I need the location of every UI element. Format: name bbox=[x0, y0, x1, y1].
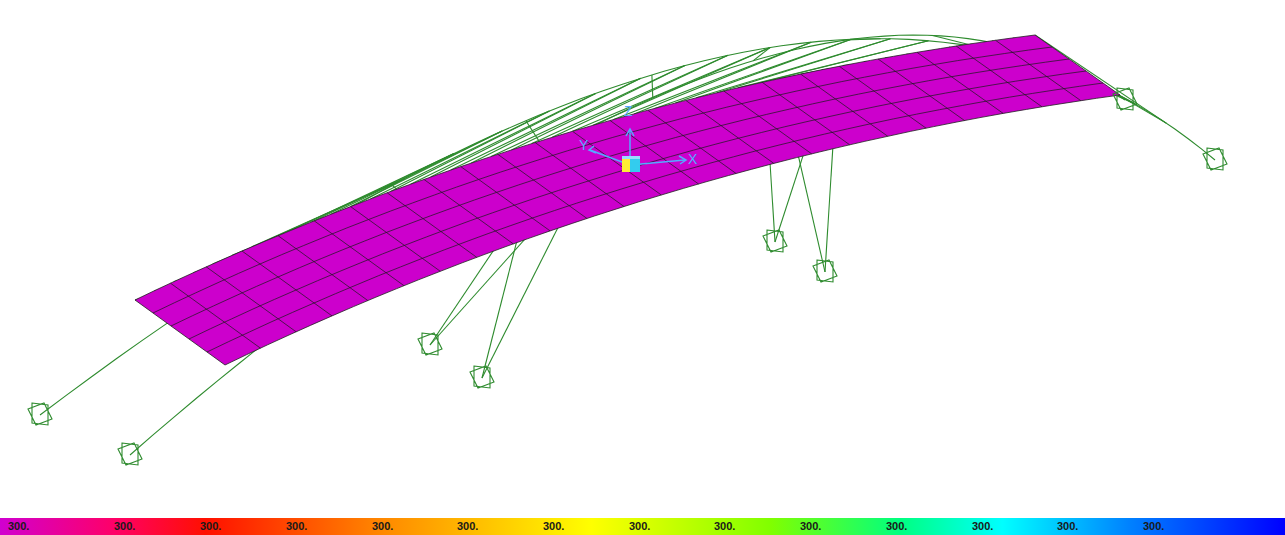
model-line bbox=[461, 167, 550, 231]
model-line bbox=[878, 59, 965, 121]
scale-value: 300. bbox=[8, 521, 29, 532]
mesh-lines bbox=[153, 40, 1103, 352]
support-symbol bbox=[763, 230, 787, 252]
model-line bbox=[171, 283, 261, 348]
support-symbols bbox=[28, 88, 1227, 465]
scale-value: 300. bbox=[114, 521, 135, 532]
scale-value: 300. bbox=[1057, 521, 1078, 532]
scale-value: 300. bbox=[800, 521, 821, 532]
model-line bbox=[770, 156, 775, 242]
axis-label: Z bbox=[624, 104, 633, 118]
model-line bbox=[825, 140, 833, 272]
model-line bbox=[724, 91, 812, 154]
support-symbol bbox=[470, 366, 494, 388]
model-line bbox=[956, 46, 1042, 107]
support-symbol bbox=[118, 443, 142, 465]
support-symbol bbox=[813, 260, 837, 282]
model-line bbox=[686, 100, 774, 163]
model-line bbox=[387, 193, 477, 257]
model-line bbox=[996, 40, 1081, 100]
model-line bbox=[498, 154, 587, 218]
axis-label: Y bbox=[579, 138, 588, 152]
color-bar bbox=[0, 518, 1285, 535]
scale-value: 300. bbox=[714, 521, 735, 532]
model-line bbox=[917, 52, 1003, 113]
support-symbol bbox=[1113, 88, 1137, 110]
scale-value: 300. bbox=[629, 521, 650, 532]
model-line bbox=[242, 251, 332, 316]
support-symbol bbox=[28, 403, 52, 425]
support-symbol bbox=[418, 333, 442, 355]
scale-value: 300. bbox=[200, 521, 221, 532]
model-line bbox=[839, 66, 926, 128]
model-line bbox=[424, 179, 513, 244]
model-line bbox=[130, 35, 1125, 455]
truss-lines bbox=[40, 35, 1215, 455]
model-line bbox=[797, 149, 825, 272]
scale-value: 300. bbox=[457, 521, 478, 532]
model-line bbox=[535, 143, 624, 207]
scale-value: 300. bbox=[886, 521, 907, 532]
axis-label: X bbox=[688, 152, 697, 166]
scale-value: 300. bbox=[1143, 521, 1164, 532]
scale-value: 300. bbox=[543, 521, 564, 532]
scale-value: 300. bbox=[972, 521, 993, 532]
scale-value: 300. bbox=[286, 521, 307, 532]
model-line bbox=[801, 74, 888, 136]
support-symbol bbox=[1203, 148, 1227, 170]
model-line bbox=[846, 39, 880, 40]
model-line bbox=[206, 267, 296, 332]
axis-triad bbox=[589, 129, 686, 172]
scale-value: 300. bbox=[372, 521, 393, 532]
model-line bbox=[762, 82, 850, 145]
model-line bbox=[482, 232, 519, 378]
model-line bbox=[651, 75, 653, 98]
model-line bbox=[207, 83, 1103, 352]
deck-shell bbox=[135, 35, 1120, 365]
model-line bbox=[753, 48, 770, 61]
